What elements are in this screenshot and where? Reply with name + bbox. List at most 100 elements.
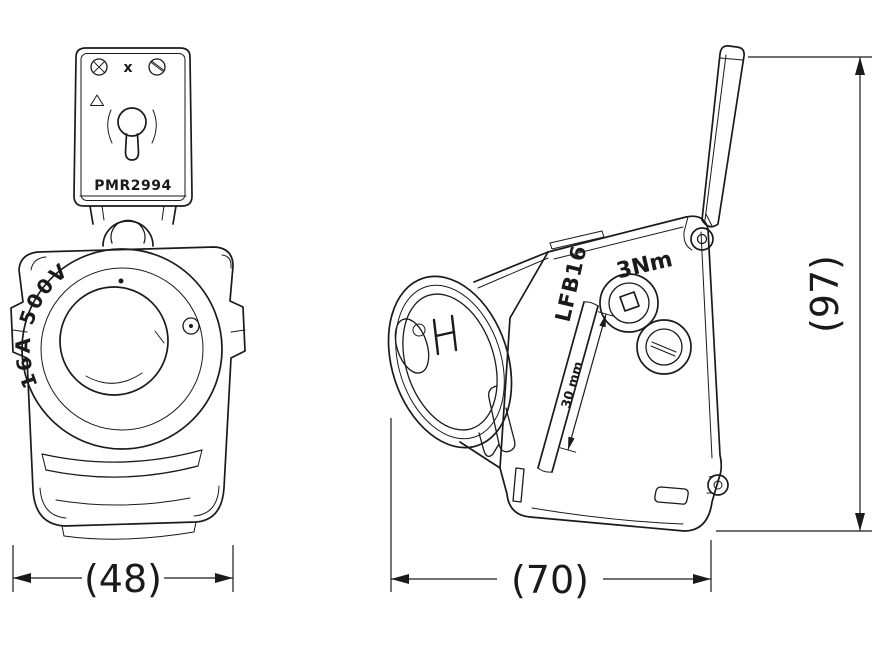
seam-end-right — [197, 449, 203, 467]
screw-left-cross — [93, 61, 105, 73]
keyhole-circle — [117, 107, 147, 137]
terminal-screw-b — [636, 319, 692, 375]
knob-line-1 — [708, 475, 715, 478]
face-ellipse-rim — [395, 284, 505, 440]
foot-base — [63, 531, 195, 540]
cone-top-line — [473, 251, 549, 283]
strip-length-annotation: 30 mm — [558, 311, 615, 453]
lever-outline — [701, 45, 745, 228]
arrowhead-right — [215, 573, 233, 583]
front-view: x PMR2994 — [10, 47, 246, 601]
side-body-outline — [499, 215, 723, 532]
corner-line-tl — [30, 256, 47, 271]
socket-face-outer — [21, 248, 223, 450]
top-slot-line-2 — [551, 236, 605, 250]
keyhole-stem — [124, 133, 140, 161]
strip-tick-bottom — [559, 447, 577, 453]
socket-face-ring — [40, 267, 204, 431]
arrowhead-top — [855, 57, 865, 75]
arrowhead-left — [391, 574, 409, 584]
strip-arrow-line — [567, 313, 607, 451]
dim-97-label: (97) — [803, 255, 847, 333]
screw-right-slot — [150, 60, 164, 72]
foot-right — [193, 521, 197, 533]
lever-inner-line — [704, 54, 727, 221]
cone-bottom-line — [459, 441, 501, 469]
top-dot — [118, 278, 124, 284]
plate-inner-border — [80, 53, 186, 201]
recycle-icon — [90, 94, 104, 106]
screw-b-slot — [650, 341, 677, 357]
strip-arrowhead-bottom — [568, 436, 575, 450]
collar-ring-outer — [102, 220, 154, 247]
plate-outline — [73, 47, 193, 207]
spout-ellipse — [394, 318, 430, 374]
seam-arc-1 — [41, 449, 203, 463]
corner-line-bl — [39, 487, 67, 519]
screw-left-icon — [90, 58, 108, 76]
latch-left-line — [12, 329, 28, 333]
tab-right-inner — [161, 205, 165, 221]
pilot-hole-center — [189, 324, 193, 328]
top-slot-cap-1 — [549, 242, 553, 250]
dimension-97: (97) — [716, 56, 872, 532]
model-label: LFB16 — [551, 243, 592, 324]
mounting-plate: x PMR2994 — [73, 47, 193, 207]
seam-end-left — [41, 453, 47, 471]
body-inner-right — [700, 231, 713, 459]
lever — [683, 45, 745, 251]
top-slot-line-1 — [549, 230, 603, 244]
tab-left — [89, 205, 94, 225]
collar-ring-inner — [110, 219, 146, 244]
side-knob — [707, 474, 729, 496]
body-inner-top — [553, 226, 684, 260]
inner-tick — [154, 330, 165, 344]
bottom-slot — [654, 486, 689, 505]
lever-mount-right — [705, 213, 713, 227]
corner-line-br — [193, 485, 220, 517]
screw-b-inner — [645, 328, 683, 366]
channel-cap-top — [583, 301, 599, 307]
contact-h-bar — [434, 330, 456, 338]
socket-face-inner — [59, 286, 169, 396]
channel-cap-bottom — [537, 467, 553, 473]
channel-line-2 — [551, 305, 599, 473]
face-ellipse-outer — [387, 275, 513, 449]
screw-a-outer — [599, 273, 659, 333]
lever-mount-left — [683, 216, 693, 251]
plate-mark-label: x — [123, 60, 132, 76]
cone-top-inner — [477, 257, 549, 289]
base-line — [55, 497, 191, 506]
body-inner-bottom — [531, 507, 684, 525]
dimension-70: (70) — [390, 418, 712, 602]
left-slot — [512, 467, 525, 503]
side-body: 30 mm 3Nm LFB16 — [387, 215, 729, 532]
wire-clip — [478, 385, 516, 458]
arrowhead-bottom — [855, 513, 865, 531]
keyhole-right-arc — [151, 109, 157, 144]
top-slot-cap-2 — [601, 230, 605, 238]
screw-b-outer — [636, 319, 692, 375]
strip-tick-top — [597, 311, 615, 317]
pivot-center — [696, 233, 708, 245]
tab-right — [172, 205, 177, 225]
keyhole-slot — [107, 107, 157, 161]
front-body: 16A 500V — [10, 246, 246, 540]
channel-line-1 — [537, 301, 585, 469]
lever-cap-line — [719, 57, 744, 61]
dimension-48: (48) — [12, 545, 234, 601]
terminal-screw-a — [599, 273, 659, 333]
face-ellipse-inner — [402, 293, 498, 431]
latch-right-line — [230, 329, 246, 333]
side-view: 30 mm 3Nm LFB16 (70) — [387, 45, 872, 602]
arrowhead-right — [693, 574, 711, 584]
pilot-hole — [182, 317, 200, 335]
foot-left — [61, 525, 65, 537]
tab-left-inner — [101, 205, 105, 221]
collar — [89, 205, 177, 247]
keyhole-left-arc — [107, 109, 113, 144]
dim-48-label: (48) — [84, 557, 162, 601]
side-knob-center — [713, 480, 723, 490]
